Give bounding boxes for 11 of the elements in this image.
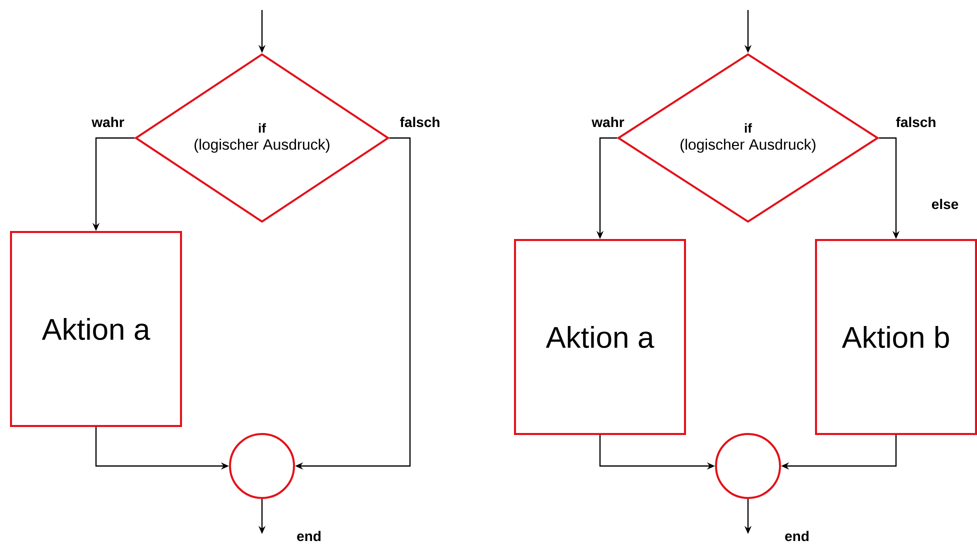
action-box: Aktion b	[815, 239, 977, 435]
edge-label: end	[297, 530, 321, 542]
junction-circle	[715, 433, 781, 499]
edge-label: falsch	[400, 116, 440, 128]
edge-label: falsch	[896, 116, 936, 128]
branch-label: else	[932, 198, 958, 210]
action-box: Aktion a	[514, 239, 686, 435]
edge-label: wahr	[92, 116, 124, 128]
action-box: Aktion a	[10, 231, 182, 427]
edge-label: end	[785, 530, 809, 542]
junction-circle	[229, 433, 295, 499]
